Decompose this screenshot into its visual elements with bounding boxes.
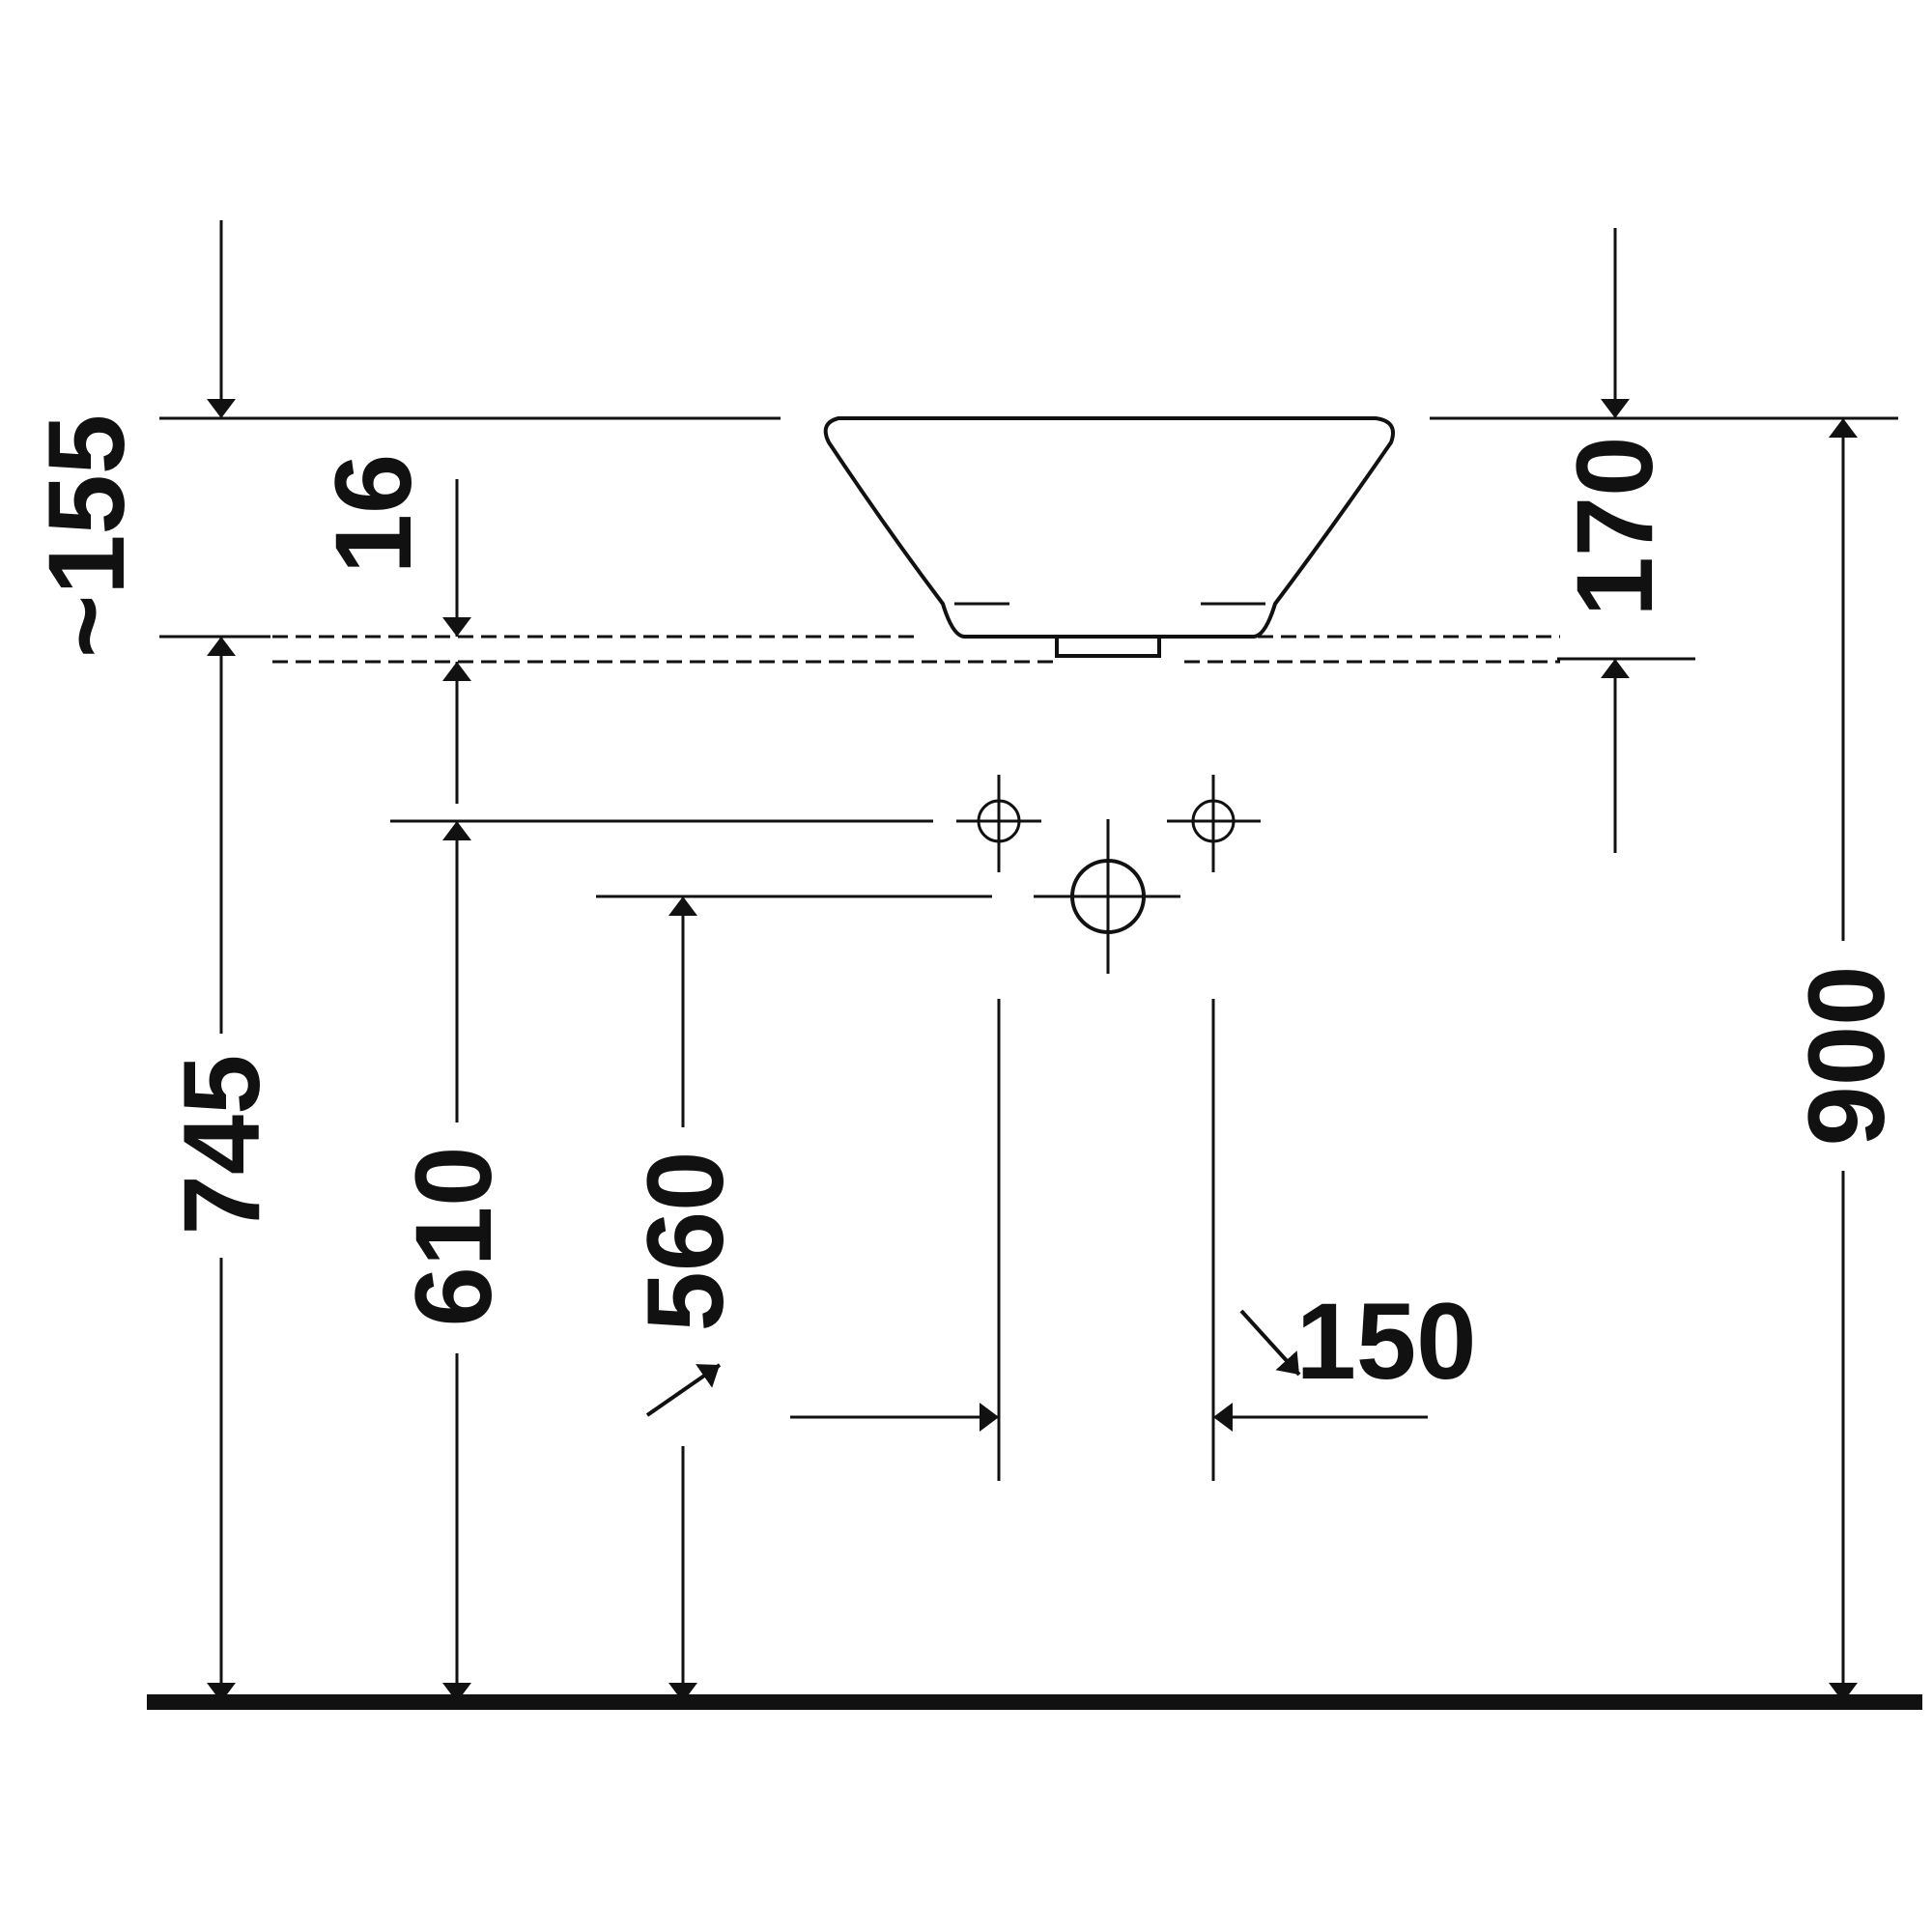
dim-16-label: 16 — [313, 454, 434, 575]
waste-connection — [1034, 819, 1180, 974]
dim-150-leader — [1239, 1309, 1301, 1377]
dim-170-label: 170 — [1554, 437, 1675, 617]
dim-155-label: ~155 — [26, 414, 147, 658]
dim-150-label: 150 — [1296, 1281, 1477, 1402]
dim-900-label: 900 — [1786, 966, 1907, 1147]
dim-610-label: 610 — [393, 1147, 514, 1327]
drain-outlet — [1055, 635, 1161, 658]
dim-560-leader — [645, 1363, 722, 1417]
tap-hole-right — [1167, 775, 1261, 872]
tap-hole-left — [956, 775, 1041, 872]
dim-560-label: 560 — [625, 1151, 746, 1332]
dim-745-label: 745 — [161, 1055, 282, 1236]
basin-bowl — [823, 416, 1395, 639]
